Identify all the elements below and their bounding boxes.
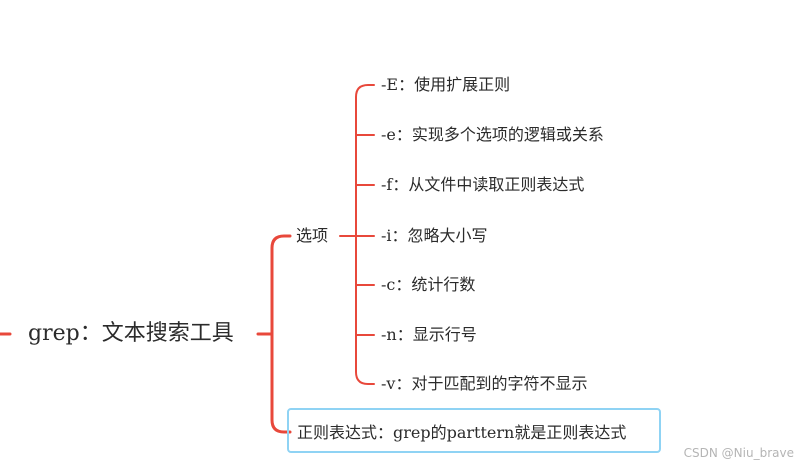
- root-node[interactable]: grep：文本搜索工具: [28, 321, 234, 346]
- option-node-i[interactable]: -i：忽略大小写: [381, 226, 488, 245]
- option-node-v[interactable]: -v：对于匹配到的字符不显示: [381, 374, 588, 393]
- selected-node-highlight: [287, 408, 661, 453]
- branch-node-options[interactable]: 选项: [296, 226, 329, 245]
- csdn-watermark: CSDN @Niu_brave: [683, 446, 794, 460]
- option-node-f[interactable]: -f：从文件中读取正则表达式: [381, 175, 585, 194]
- branch-node-regex[interactable]: 正则表达式：grep的parttern就是正则表达式: [297, 423, 627, 442]
- child-connector-E: [355, 84, 375, 98]
- branch-bracket-regex: [270, 332, 292, 434]
- option-node-E[interactable]: -E：使用扩展正则: [381, 75, 511, 94]
- child-connector-v: [355, 371, 375, 385]
- option-node-e[interactable]: -e：实现多个选项的逻辑或关系: [381, 125, 604, 144]
- branch-bracket-options: [270, 234, 292, 336]
- option-node-c[interactable]: -c：统计行数: [381, 275, 476, 294]
- option-node-n[interactable]: -n：显示行号: [381, 325, 477, 344]
